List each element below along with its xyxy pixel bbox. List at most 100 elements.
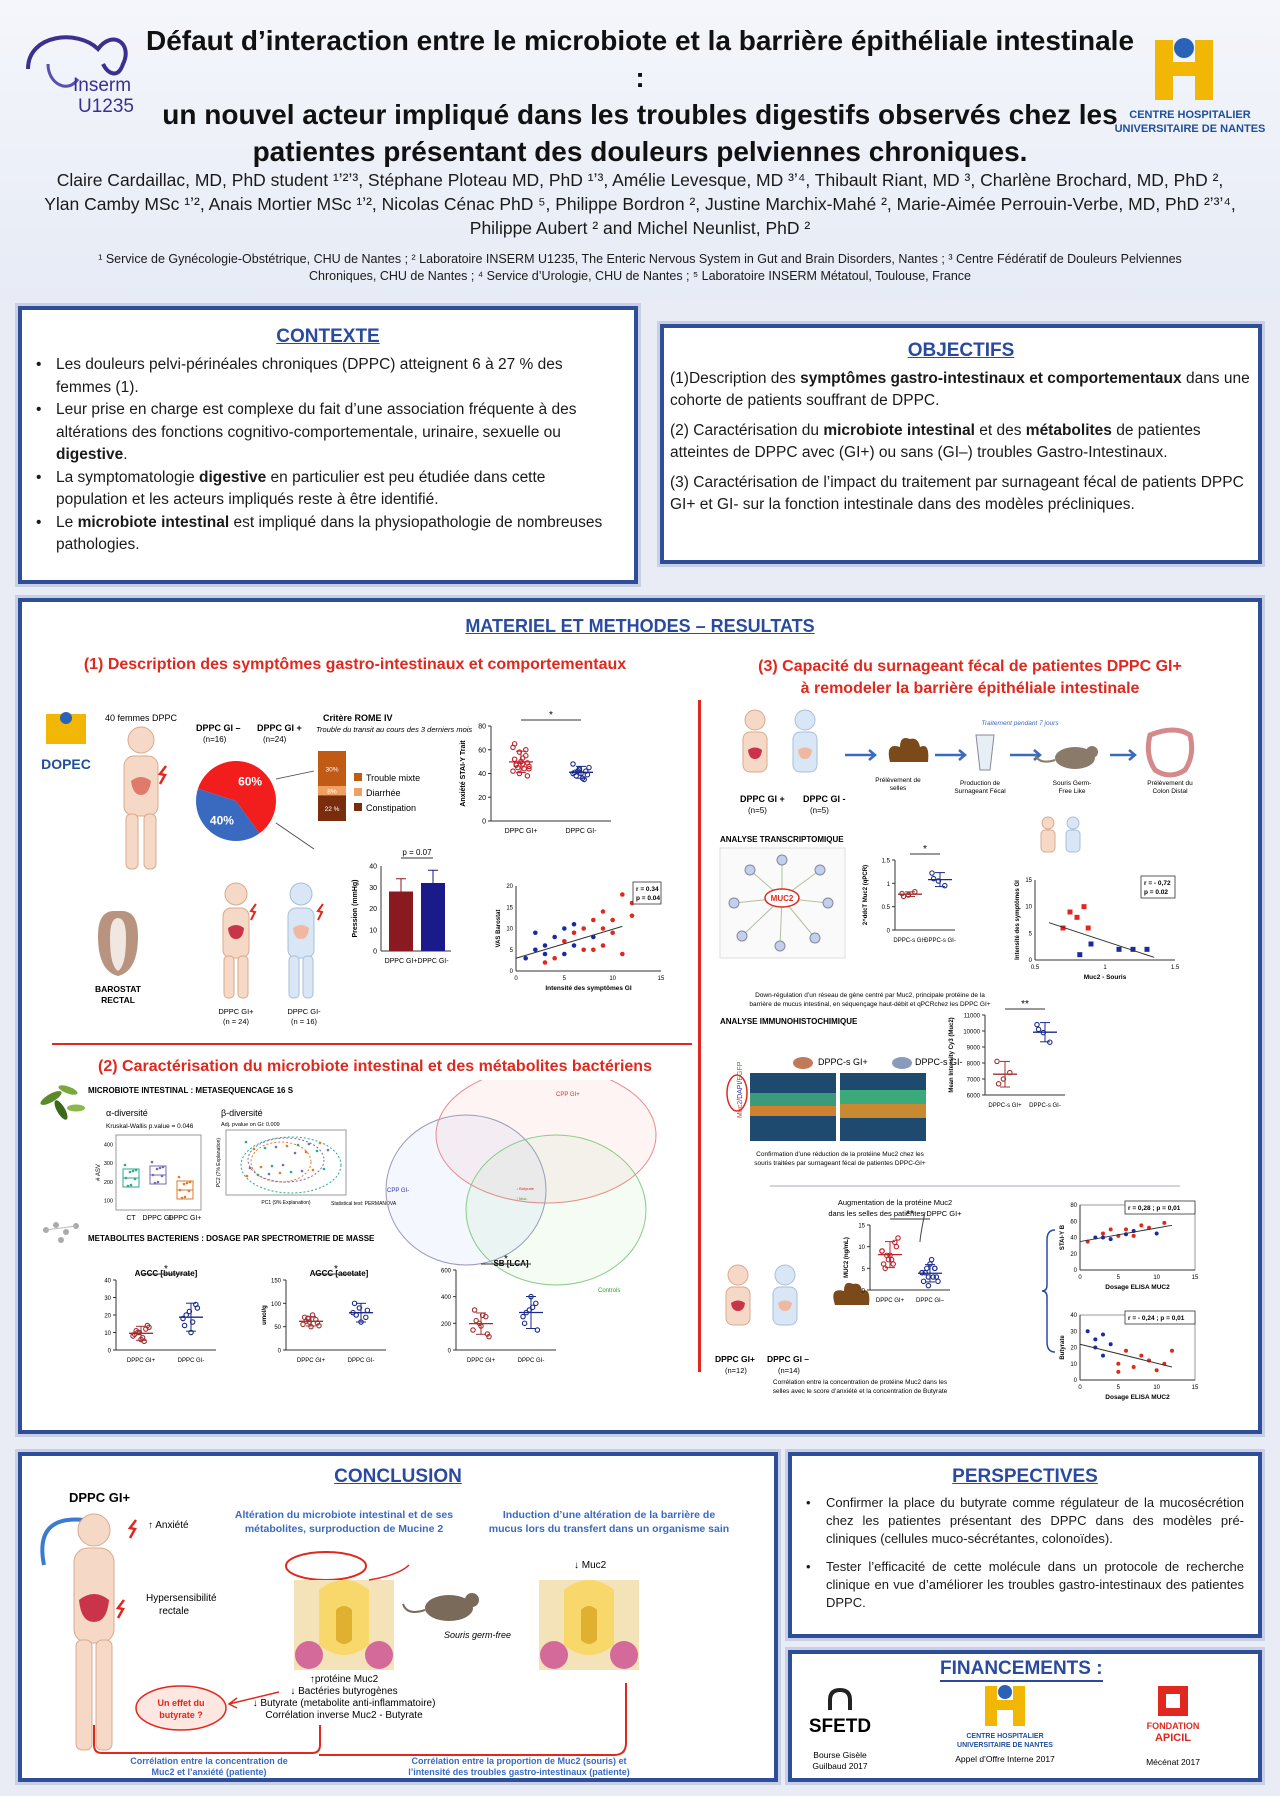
- y-axis-label: umol/g: [262, 1305, 268, 1325]
- data-point: [895, 1235, 901, 1241]
- data-point: [942, 882, 948, 889]
- y-tick-label: 0: [373, 949, 377, 956]
- svg-text:Confirmation d’une réduction d: Confirmation d’une réduction de la proté…: [754, 1151, 926, 1167]
- section3-figures: DPPC GI +(n=5) DPPC GI -(n=5) Traitement…: [715, 709, 1199, 1401]
- y-tick-label: 10: [369, 927, 377, 934]
- svg-text:Diarrhée: Diarrhée: [366, 788, 401, 798]
- svg-text:DPPC-s GI+: DPPC-s GI+: [818, 1057, 868, 1067]
- data-point: [1144, 946, 1150, 952]
- x-tick-label: 0: [1078, 1275, 1082, 1281]
- data-point: [521, 765, 527, 772]
- y-tick-label: 60: [478, 747, 486, 754]
- data-point: [181, 1322, 188, 1329]
- svg-text:DPPC GI -: DPPC GI -: [803, 794, 846, 804]
- data-point: [1131, 1365, 1136, 1369]
- x-tick-label: 0: [1078, 1385, 1082, 1391]
- data-point: [1077, 952, 1083, 958]
- sig-label: *: [549, 710, 553, 721]
- data-point: [1034, 1021, 1040, 1028]
- svg-text:Corrélation inverse Muc2 - But: Corrélation inverse Muc2 - Butyrate: [265, 1710, 423, 1721]
- intestine-crypt-image: [294, 1580, 394, 1670]
- svg-text:Trouble mixte: Trouble mixte: [366, 773, 420, 783]
- y-axis-label: Mean Intensity Cy3 (Muc2): [949, 1017, 955, 1092]
- pie-label: 60%: [238, 775, 262, 789]
- woman-figure-icon: [123, 726, 167, 870]
- y-tick-label: 10: [506, 927, 513, 933]
- arrow-icon: [935, 749, 967, 761]
- data-point: [300, 1321, 306, 1328]
- data-point: [158, 1166, 162, 1170]
- list-item: Leur prise en charge est complexe du fai…: [28, 399, 620, 467]
- svg-text:Adj. pvalue on Gi: 0.009: Adj. pvalue on Gi: 0.009: [221, 1122, 280, 1128]
- data-point: [281, 1163, 285, 1167]
- data-point: [318, 1141, 322, 1145]
- data-point: [293, 1151, 297, 1155]
- intestine-crypt-image-2: [539, 1580, 639, 1670]
- x-tick-label: DPPC GI+: [876, 1298, 905, 1304]
- x-tick-label: DPPC GI-: [565, 828, 597, 835]
- poster-header: [0, 0, 1280, 300]
- y-tick-label: 20: [1070, 1252, 1077, 1258]
- dopec-logo: DOPEC: [41, 712, 91, 772]
- y-tick-label: 80: [478, 724, 486, 731]
- y-tick-label: 40: [1070, 1236, 1077, 1242]
- svg-text:Appel d’Offre Interne 2017: Appel d’Offre Interne 2017: [955, 1754, 1055, 1764]
- gene-network-diagram: MUC2: [719, 847, 846, 959]
- svg-text:Down-régulation d’un réseau de: Down-régulation d’un réseau de gène cent…: [749, 992, 990, 1008]
- stack-segment: [318, 786, 346, 796]
- stats-text: r = 0.34: [636, 886, 659, 893]
- data-point: [305, 1315, 311, 1322]
- data-point: [890, 1261, 896, 1267]
- svg-text:DPPC GI –: DPPC GI –: [196, 723, 241, 733]
- data-point: [581, 776, 587, 783]
- data-point: [1162, 1220, 1167, 1225]
- bacteria-circle: [285, 1551, 367, 1581]
- p-value: p = 0.07: [402, 848, 432, 857]
- svg-text:METABOLITES BACTERIENS : DOSAG: METABOLITES BACTERIENS : DOSAGE PAR SPEC…: [88, 1234, 375, 1243]
- section2-figures: MICROBIOTE INTESTINAL : METASEQUENCAGE 1…: [40, 1080, 657, 1364]
- vertical-divider: [698, 700, 701, 1372]
- list-item: La symptomatologie digestive en particul…: [28, 467, 620, 512]
- svg-text:DOPEC: DOPEC: [41, 756, 91, 772]
- x-tick-label: DPPC GI-: [417, 958, 449, 965]
- data-point: [905, 892, 912, 898]
- blue-arrow: [40, 1517, 85, 1566]
- svg-text:Corrélation entre la proportio: Corrélation entre la proportion de Muc2 …: [408, 1756, 630, 1777]
- sig-label: **: [906, 1209, 914, 1220]
- y-tick-label: 1.5: [882, 859, 891, 865]
- data-point: [124, 1176, 128, 1180]
- women-pair-small-icon: [1040, 816, 1081, 853]
- x-tick-label: DPPC GI+: [169, 1215, 202, 1222]
- data-point: [326, 1148, 330, 1152]
- data-point: [591, 947, 596, 953]
- x-tick-label: 10: [1153, 1385, 1160, 1391]
- svg-text:(n = 24): (n = 24): [223, 1017, 250, 1026]
- svg-text:Un effet du: Un effet du: [158, 1698, 205, 1708]
- data-point: [610, 917, 615, 923]
- contexte-box: CONTEXTE Les douleurs pelvi-périnéales c…: [18, 306, 638, 584]
- stats-box: [632, 881, 662, 905]
- conclusion-title: CONCLUSION: [334, 1466, 462, 1487]
- svg-text:(n=24): (n=24): [263, 735, 287, 744]
- x-tick-label: CT: [126, 1215, 136, 1222]
- y-axis-label: Pression (mmHg): [352, 880, 359, 938]
- y-tick-label: 0: [448, 1349, 452, 1355]
- regression-line: [515, 925, 623, 959]
- y-tick-label: 80: [1070, 1203, 1077, 1209]
- data-point: [155, 1167, 159, 1171]
- x-tick-label: DPPC GI+: [505, 828, 538, 835]
- data-point: [570, 770, 576, 777]
- stack-label: 30%: [325, 767, 338, 774]
- y-axis-label: PC2 (7% Explanation): [216, 1138, 222, 1188]
- svg-text:Souris germ-free: Souris germ-free: [444, 1630, 511, 1640]
- y-tick-label: 100: [104, 1199, 113, 1205]
- data-point: [520, 1313, 526, 1320]
- woman-large-icon: [73, 1513, 115, 1751]
- contexte-list: Les douleurs pelvi-périnéales chroniques…: [28, 354, 620, 557]
- data-point: [516, 749, 523, 755]
- data-point: [183, 1195, 187, 1199]
- arrow-icon: [845, 749, 877, 761]
- data-point: [315, 1149, 319, 1153]
